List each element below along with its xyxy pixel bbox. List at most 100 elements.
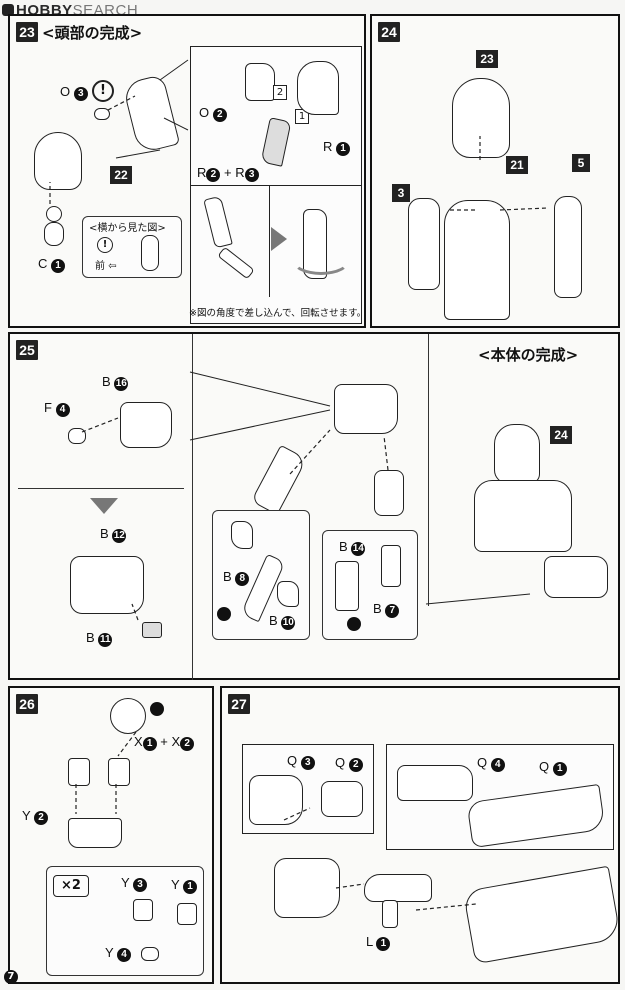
shield-half-assembled-part (274, 858, 340, 918)
label-y2-num: 2 (34, 811, 49, 825)
visor-part (260, 117, 292, 167)
head-assembly-part (452, 78, 510, 158)
step-24-number: 24 (378, 22, 400, 42)
heel-part-y4 (141, 947, 159, 961)
label-r2-num: 2 (206, 168, 221, 182)
step-23-title: <頭部の完成> (42, 24, 143, 42)
label-y2-letter: Y (22, 808, 31, 823)
right-arm-part (554, 196, 582, 298)
shield-final-part (462, 865, 622, 965)
label-b7-letter: B (373, 601, 382, 616)
arrow-right-icon (271, 227, 287, 251)
label-b14: B 14 (339, 539, 366, 556)
arm-sub-box-a: B 8 B 10 (212, 510, 310, 640)
step-25-panel: 25 <本体の完成> B 16 F 4 B 12 B 11 B 8 B 10 B… (8, 332, 620, 680)
label-o2-num: 2 (212, 108, 227, 122)
label-f4-letter: F (44, 400, 52, 415)
warning-icon: ! (92, 80, 114, 102)
shield-sub-box-b: Q 4 Q 1 (386, 744, 614, 850)
label-r3-num: 3 (244, 168, 259, 182)
step-25-title: <本体の完成> (478, 346, 579, 364)
label-x2-letter: X (171, 734, 181, 749)
label-o2-letter: O (199, 105, 210, 120)
label-b8-num: 8 (235, 572, 250, 586)
label-b8: B 8 (223, 569, 250, 586)
arm-sub-box-b: B 14 B 7 (322, 530, 418, 640)
side-view-front-text: 前 (95, 261, 105, 272)
head-pin-part (94, 108, 110, 120)
shield-sub-box-a: Q 3 Q 2 (242, 744, 374, 834)
visor-rod-part (217, 246, 255, 280)
label-b11: B 11 (86, 630, 113, 647)
side-view-box: <横から見た図> ! 前 ⇦ (82, 216, 182, 278)
upper-arm-armor-part (334, 384, 398, 434)
part-3-badge: 3 (392, 184, 410, 202)
side-view-warning-icon: ! (97, 237, 113, 253)
rotate-arrow-icon (291, 243, 351, 275)
label-q1: Q 1 (539, 759, 567, 776)
body-torso-part (474, 480, 572, 552)
toe-part-y3 (133, 899, 153, 921)
label-l1-letter: L (366, 934, 373, 949)
label-b12: B 12 (100, 526, 127, 543)
head-assembled-part (34, 132, 82, 190)
top-left-divider (18, 488, 184, 489)
label-x1-letter: X (134, 734, 143, 749)
shield-mount-part (364, 874, 432, 902)
label-y2: Y 2 (22, 808, 49, 825)
part-23-badge: 23 (476, 50, 498, 68)
label-y3-letter: Y (121, 875, 130, 890)
label-r1-letter: R (323, 139, 333, 154)
label-q2: Q 2 (335, 755, 363, 772)
label-q2-num: 2 (348, 758, 363, 772)
sub-divider (191, 185, 361, 186)
head-back-part (121, 73, 181, 155)
label-q2-letter: Q (335, 755, 346, 770)
visor-rotate-part (303, 209, 327, 279)
label-b11-letter: B (86, 630, 95, 645)
center-divider (192, 334, 193, 680)
part-24-badge: 24 (550, 426, 572, 444)
sub-vert-divider (269, 185, 270, 297)
label-b10-num: 10 (281, 616, 296, 630)
step-24-panel: 24 23 21 3 5 (370, 14, 620, 328)
label-l1: L 1 (366, 934, 391, 951)
cement-icon-c (150, 702, 164, 716)
lower-plate-b7-part (381, 545, 401, 587)
label-l1-num: 1 (376, 937, 391, 951)
label-o2: O 2 (199, 105, 227, 122)
part-21-badge: 21 (506, 156, 528, 174)
label-q4-num: 4 (490, 758, 505, 772)
label-x-plus: + (160, 734, 168, 749)
label-b11-num: 11 (98, 633, 113, 647)
times-two-badge: ×2 (53, 875, 89, 897)
label-q3-letter: Q (287, 753, 298, 768)
label-y3-num: 3 (133, 878, 148, 892)
shield-part-q1 (466, 783, 606, 849)
side-view-title: <横から見た図> (89, 223, 166, 234)
label-r3-letter: R (235, 165, 245, 180)
lower-plate-b14-part (335, 561, 359, 611)
label-b14-letter: B (339, 539, 348, 554)
label-y1-letter: Y (171, 877, 180, 892)
label-f4-num: 4 (55, 403, 70, 417)
label-o3-letter: O (60, 84, 71, 99)
label-r-plus: + (224, 165, 232, 180)
neck-ball-part (44, 222, 64, 246)
toe-part-y1 (177, 903, 197, 925)
neck-joint-part (46, 206, 62, 222)
label-b16-num: 16 (114, 377, 129, 391)
seq-2-box: 2 (273, 85, 287, 100)
arm-plate-b8-part (231, 521, 253, 549)
shield-mount-peg-part (382, 900, 398, 928)
foot-frame-part (68, 818, 122, 848)
step-27-number: 27 (228, 694, 250, 714)
shield-part-q2 (321, 781, 363, 817)
label-q4: Q 4 (477, 755, 505, 772)
label-x1-num: 1 (142, 737, 157, 751)
foot-ball-part (110, 698, 146, 734)
cement-icon (217, 607, 231, 621)
elbow-armor-part (374, 470, 404, 516)
page-number: 7 (4, 970, 18, 984)
